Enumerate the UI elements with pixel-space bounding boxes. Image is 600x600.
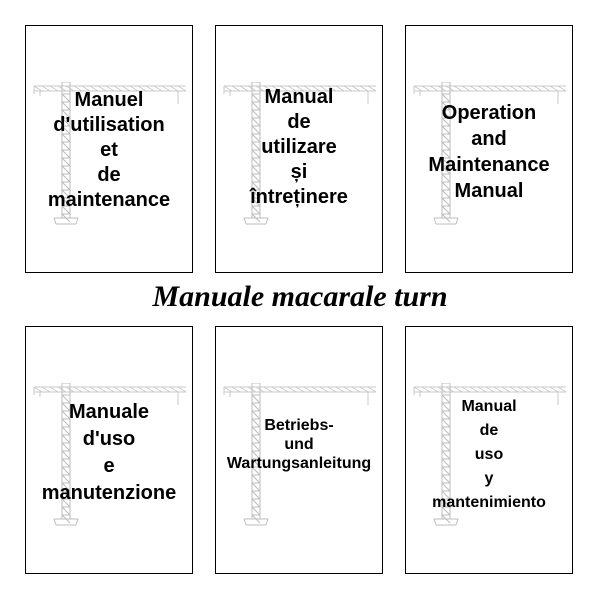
tower-crane-illustration — [33, 383, 187, 526]
tower-crane-illustration — [413, 82, 567, 225]
manual-title-italian: Manuale d'uso e manutenzione — [41, 401, 177, 504]
manual-card-english[interactable]: Operation and Maintenance Manual — [405, 25, 573, 273]
tower-crane-illustration — [223, 383, 377, 526]
tower-crane-illustration — [223, 82, 377, 225]
manual-card-spanish[interactable]: Manual de uso y mantenimiento — [405, 326, 573, 574]
manual-card-french[interactable]: Manuel d'utilisation et de maintenance — [25, 25, 193, 273]
manual-title-english: Operation and Maintenance Manual — [428, 102, 550, 202]
manual-title-german: Betriebs- und Wartungsanleitung — [226, 417, 372, 472]
tower-crane-illustration — [413, 383, 567, 526]
page-title: Manuale macarale turn — [152, 280, 448, 313]
manual-title-spanish: Manual de uso y mantenimiento — [432, 398, 546, 511]
manual-card-italian[interactable]: Manuale d'uso e manutenzione — [25, 326, 193, 574]
manual-title-romanian: Manual de utilizare și întreținere — [250, 86, 348, 208]
manual-card-romanian[interactable]: Manual de utilizare și întreținere — [215, 25, 383, 273]
manual-title-french: Manuel d'utilisation et de maintenance — [47, 89, 171, 211]
tower-crane-illustration — [33, 82, 187, 225]
manual-card-german[interactable]: Betriebs- und Wartungsanleitung — [215, 326, 383, 574]
